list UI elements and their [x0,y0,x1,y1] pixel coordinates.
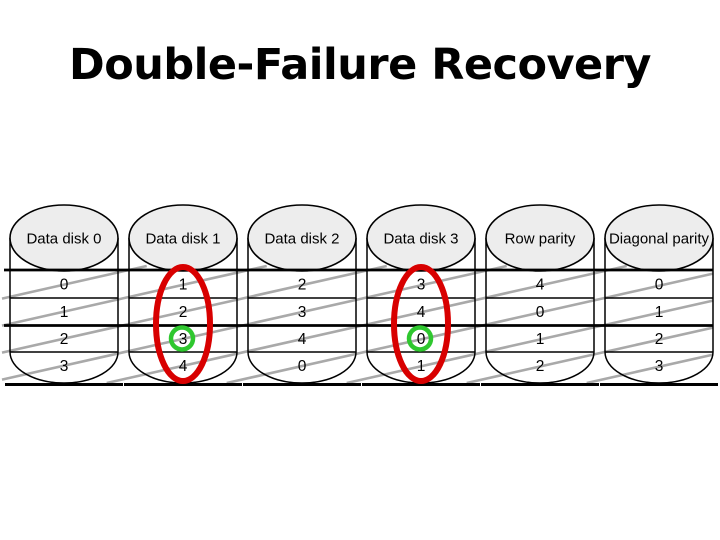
diagonal-stripe-line [586,353,714,385]
diagonal-stripe-line [1,264,147,300]
diagonal-stripe-line [1,264,507,381]
disk-data-disk-1: Data disk 1 1 2 3 4 [124,204,242,386]
block-number: 4 [536,277,545,294]
disk-label: Row parity [505,231,576,248]
failed-disk-ring [391,264,451,384]
block-number: 3 [655,358,664,375]
disk-label: Data disk 0 [26,231,101,248]
block-number: 3 [179,331,188,348]
recovered-block-ring [168,325,196,352]
block-number: 4 [179,358,188,375]
disk-data-disk-0: Data disk 0 0 1 2 3 [5,204,123,386]
block-number: 1 [60,304,69,321]
disk-row-parity: Row parity 4 0 1 2 [481,204,599,386]
block-number: 1 [417,358,426,375]
disk-label: Data disk 1 [145,231,220,248]
block-number: 1 [179,277,188,294]
diagonal-stripe-line [1,264,387,354]
block-number: 2 [298,277,307,294]
block-number: 0 [298,358,307,375]
block-number: 4 [417,304,426,321]
diagonal-stripes [1,264,714,385]
block-number: 0 [536,304,545,321]
block-number: 4 [298,331,307,348]
block-number: 0 [417,331,426,348]
disk-label: Diagonal parity [609,231,710,248]
block-number: 0 [655,277,664,294]
block-number: 0 [60,277,69,294]
block-number: 3 [60,358,69,375]
diagonal-stripe-line [1,264,267,327]
disk-data-disk-3: Data disk 3 3 4 0 1 [362,204,480,386]
block-number: 3 [417,277,426,294]
block-number: 2 [60,331,69,348]
block-number: 2 [179,304,188,321]
diagonal-stripe-line [466,326,714,385]
recovered-block-ring [406,325,434,352]
block-number: 2 [655,331,664,348]
block-number: 1 [655,304,664,321]
disk-diagonal-parity: Diagonal parity 0 1 2 3 [600,204,718,386]
disk-label: Data disk 2 [264,231,339,248]
diagonal-stripe-line [226,272,714,385]
slide-title: Double-Failure Recovery [69,40,651,90]
disk-label: Data disk 3 [383,231,458,248]
failed-disk-ring [153,264,213,384]
block-number: 3 [298,304,307,321]
block-number: 1 [536,331,545,348]
block-number: 2 [536,358,545,375]
